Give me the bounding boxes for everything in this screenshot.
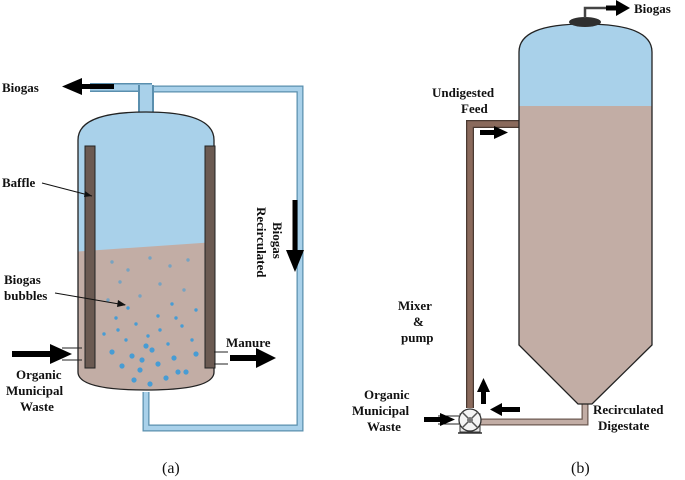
bubble [126,306,130,310]
bubble [124,338,128,342]
caption-b: (b) [571,460,590,477]
waste-label-a-line3: Waste [20,399,54,414]
bubble [139,357,145,363]
bubble [106,298,110,302]
bubble [138,294,142,298]
baffle-label: Baffle [2,175,35,190]
recirculated-biogas-label-line2: Biogas [270,222,285,259]
bubble [156,314,160,318]
bubble [174,316,178,320]
digestate-return-arrow [490,403,520,416]
caption-a: (a) [162,460,180,477]
baffle-right [204,145,216,369]
reactor-vessel-b [518,23,653,405]
mixer-pump-label-line2: & [413,314,424,329]
bubble [129,353,135,359]
bubble [146,334,150,338]
bubble [119,363,125,369]
bubble [186,258,190,262]
pump-up-arrow [477,378,490,404]
bubble [180,324,184,328]
bubble [126,268,130,272]
bubble [137,367,143,373]
bubble [168,264,172,268]
bubble [149,347,155,353]
feed-in-arrow [480,126,508,139]
bubble [193,351,199,357]
bubble [131,377,137,383]
biogas-bubbles-label-line2: bubbles [4,288,47,303]
reactor-vessel [77,111,215,391]
undigested-feed-pipe [466,120,519,408]
bubble [194,308,198,312]
bubble [116,328,120,332]
recirculated-digestate-label-line2: Digestate [598,418,649,433]
waste-label-b-line1: Organic [364,387,410,402]
bubble [148,256,152,260]
mixer-pump-label-line1: Mixer [398,298,432,313]
slurry-volume [78,241,214,390]
biogas-bubbles-label-line1: Biogas [4,272,41,287]
bubble [118,280,122,284]
recirculated-digestate-pipe [478,404,589,426]
bubble [109,349,115,355]
bubble [158,282,162,286]
recirculated-digestate-label-line1: Recirculated [593,402,664,417]
waste-label-b-line3: Waste [367,419,401,434]
manure-label: Manure [226,335,271,350]
biogas-bubbles [102,256,199,387]
mixer-pump [458,408,482,434]
bubble [183,369,189,375]
waste-label-a-line1: Organic [16,367,62,382]
panel-a: Biogas Baffle Biogas bubbles Recirculate… [2,78,304,477]
biogas-out-arrow-a [62,78,114,95]
bubble [182,288,186,292]
bubble [190,338,194,342]
waste-in-arrow-b [424,413,455,426]
undigested-feed-label-line1: Undigested [432,85,495,100]
bubble [170,302,174,306]
biogas-label-b: Biogas [634,1,671,16]
biogas-out-arrow-b [606,0,630,16]
bubble [147,381,153,387]
bubble [134,322,138,326]
biogas-outlet-pipe-b [583,6,610,18]
waste-in-arrow-a [12,344,72,364]
waste-label-a-line2: Municipal [6,383,63,398]
recirculation-down-arrow [286,200,304,272]
baffle-pointer [41,182,93,197]
gas-dome-cap [569,17,601,27]
bubble [114,316,118,320]
mixer-pump-label-line3: pump [401,330,434,345]
bubble [163,375,169,381]
panel-b: Biogas Undigested Feed Mixer & pump Orga… [352,0,671,477]
bubble [158,328,162,332]
bubble [155,361,161,367]
bubble [166,342,170,346]
bubble [175,369,181,375]
bubble [110,260,114,264]
bubbles-pointer [54,292,126,306]
biogas-label-a: Biogas [2,80,39,95]
bubble [171,355,177,361]
undigested-feed-label-line2: Feed [461,101,488,116]
manure-out-arrow [230,348,276,368]
baffle-left [84,145,96,369]
waste-label-b-line2: Municipal [352,403,409,418]
slurry-volume-b [519,106,652,404]
bubble [102,332,106,336]
bubble [143,343,149,349]
recirculated-biogas-label-line1: Recirculated [254,207,269,278]
